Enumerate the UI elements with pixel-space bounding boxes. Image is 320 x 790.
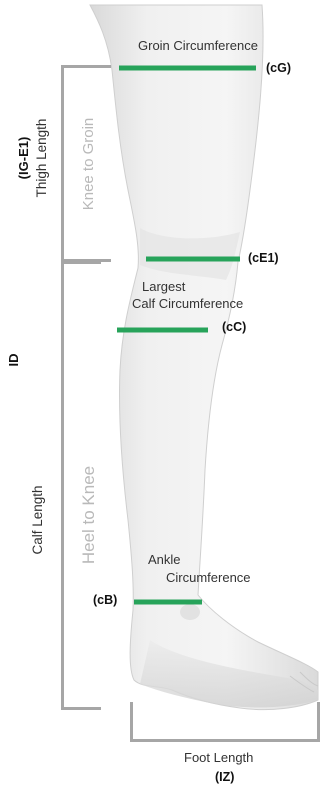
thigh-length-hint: Knee to Groin	[80, 99, 100, 229]
calf-length-label-wrap: Calf Length	[29, 455, 49, 585]
calf-length-code-wrap: ID	[5, 300, 25, 420]
ankle-bone	[180, 604, 200, 620]
thigh-length-code: (IG-E1)	[16, 137, 31, 180]
ankle-circumference-code: (cB)	[93, 593, 117, 607]
groin-circumference-label: Groin Circumference	[138, 38, 258, 54]
calf-circumference-label-line2: Calf Circumference	[132, 296, 243, 312]
calf-circumference-label-line1: Largest	[142, 279, 185, 295]
foot-length-label: Foot Length	[184, 750, 253, 766]
calf-length-hint: Heel to Knee	[79, 445, 101, 585]
foot-length-code: (IZ)	[215, 770, 234, 784]
thigh-length-label: Thigh Length	[34, 119, 49, 198]
ankle-circumference-label-line2: Circumference	[166, 570, 251, 586]
ankle-circumference-label-line1: Ankle	[148, 552, 181, 568]
foot-length-bracket	[130, 702, 320, 742]
calf-length-label: Calf Length	[30, 485, 45, 554]
calf-circumference-code: (cC)	[222, 320, 246, 334]
knee-circumference-code: (cE1)	[248, 251, 279, 265]
thigh-length-title: (IG-E1)	[15, 93, 35, 223]
calf-length-code: ID	[6, 354, 21, 367]
leg-shape	[90, 5, 318, 710]
thigh-length-label-wrap: Thigh Length	[33, 93, 53, 223]
groin-circumference-code: (cG)	[266, 61, 291, 75]
